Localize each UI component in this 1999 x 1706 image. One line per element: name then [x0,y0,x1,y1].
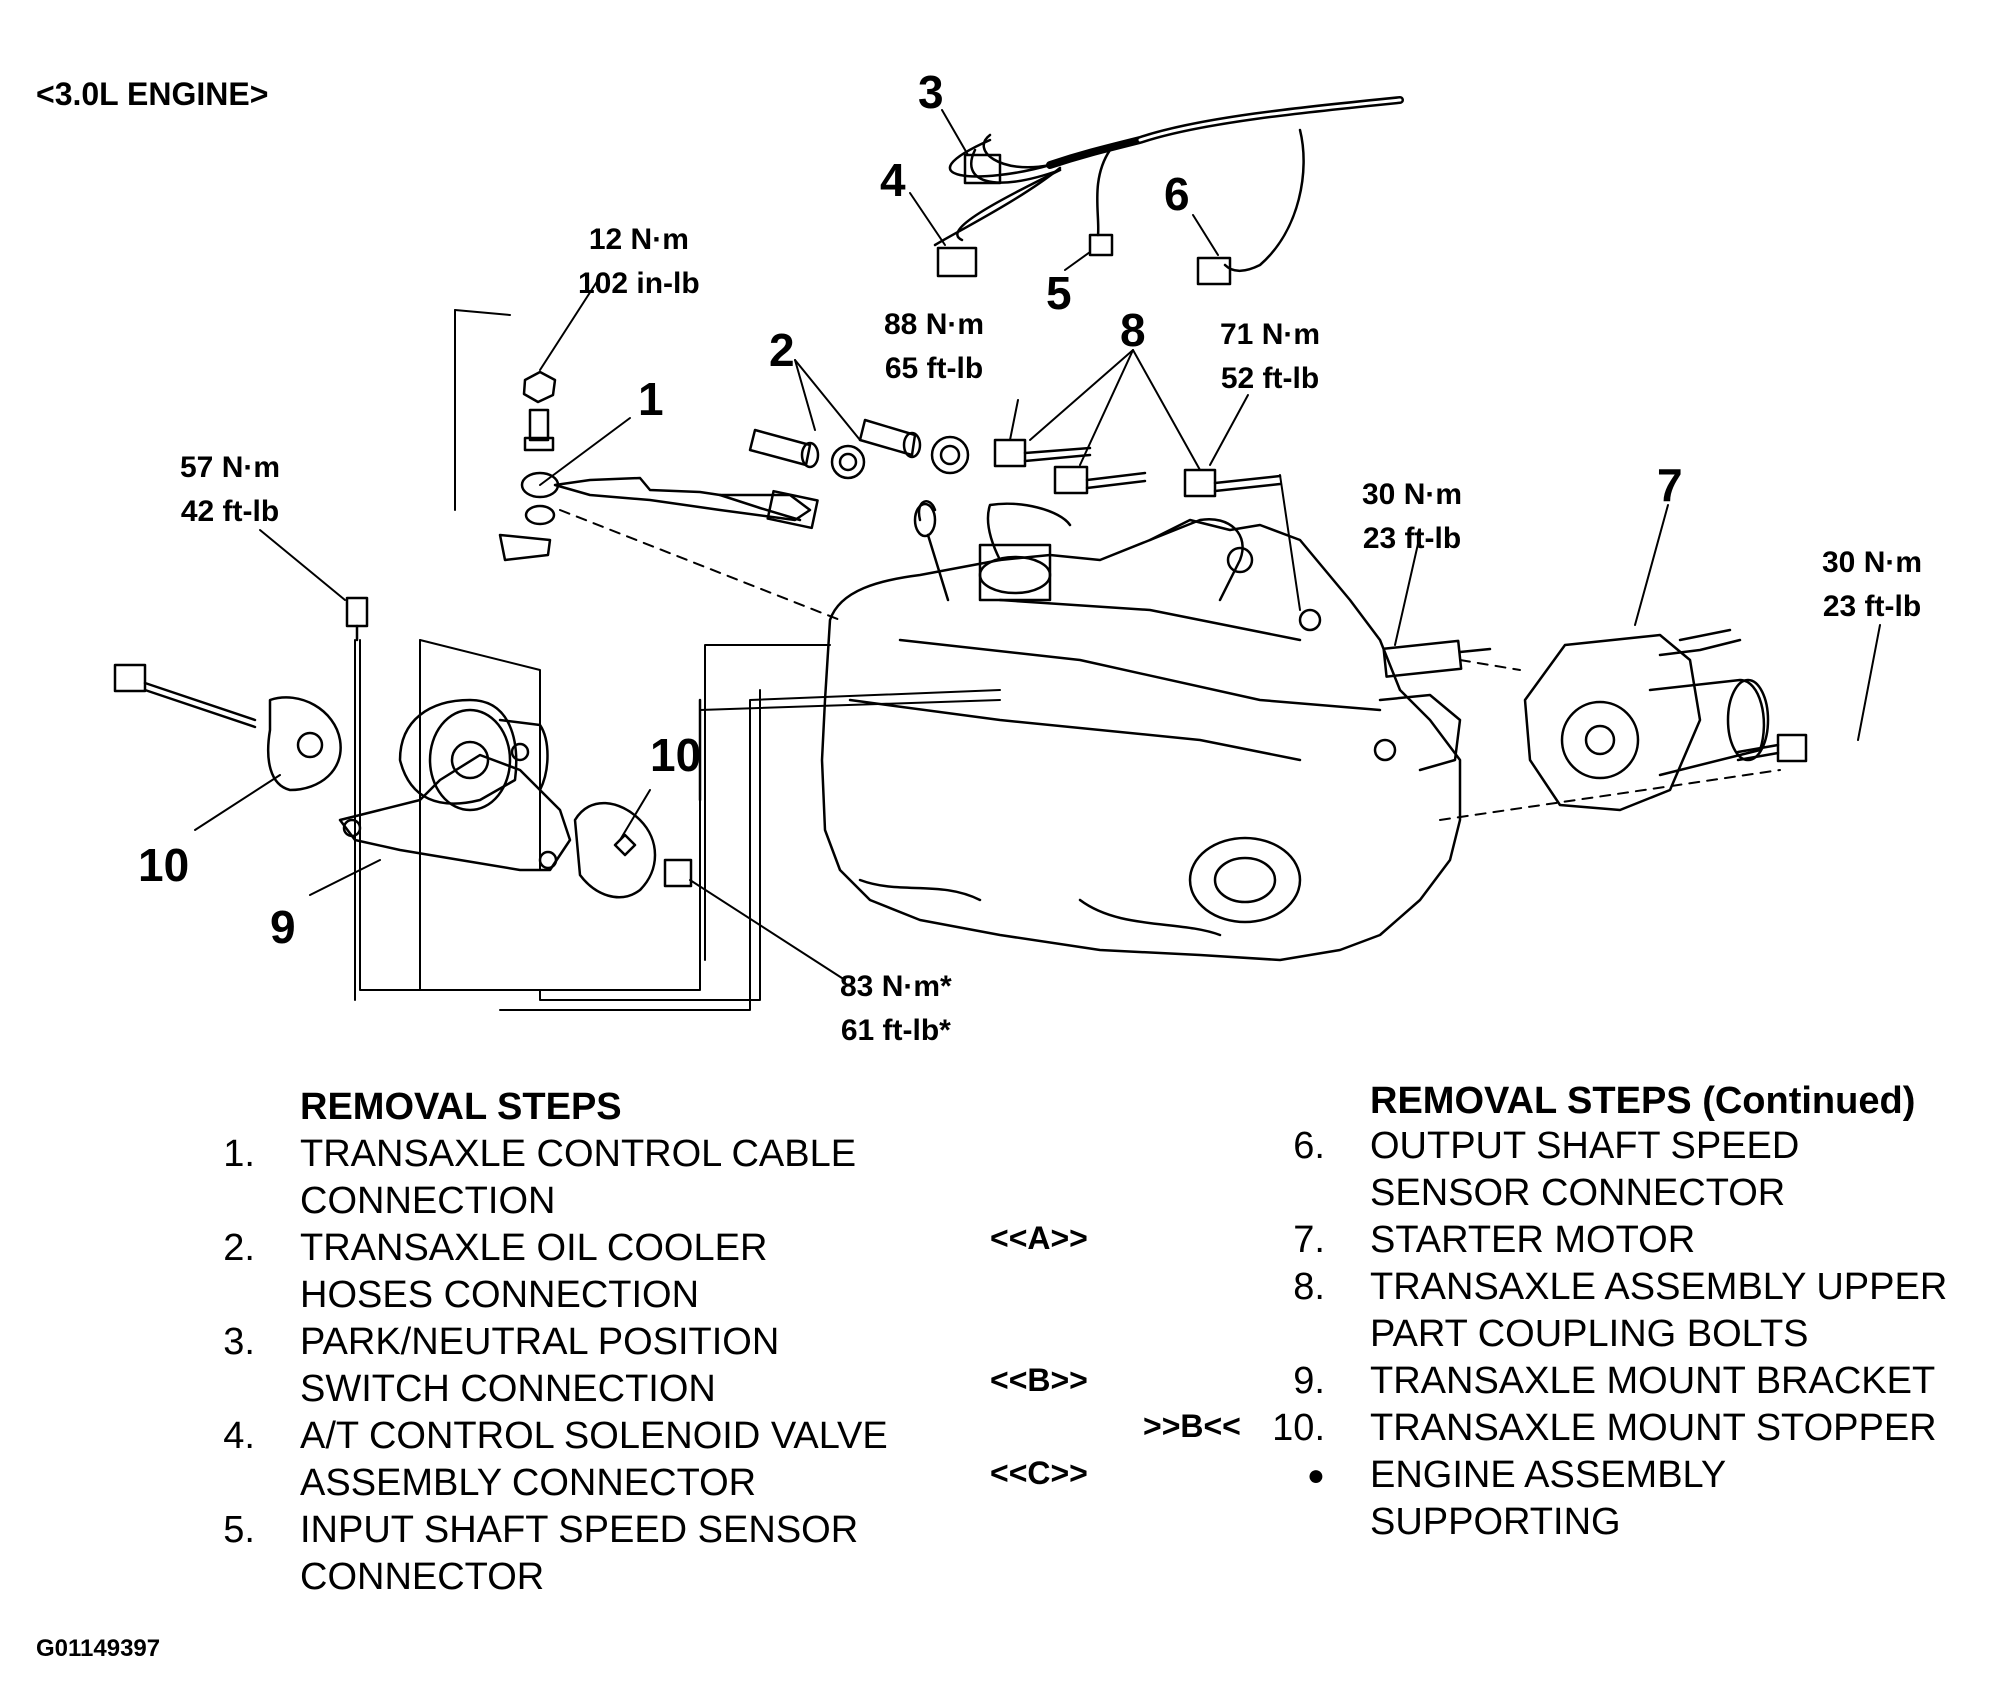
callout-9: 9 [270,901,296,953]
leader-lines [195,110,1880,980]
figure-id: G01149397 [36,1635,161,1662]
code-b-install: >>B<< [1143,1408,1241,1444]
connector-4 [938,248,976,276]
torque-83nm: 83 N·m*61 ft-lb* [840,970,952,1047]
callout-6: 6 [1164,168,1190,220]
mount-reference-lines [355,310,1780,1010]
oil-cooler-hoses [750,420,968,478]
code-c: <<C>> [990,1455,1088,1491]
transaxle-mount-stopper [575,700,700,897]
callout-10-stopper: 10 [650,729,702,781]
starter-motor [1384,630,1768,810]
wiring-harness [935,100,1400,284]
transaxle-housing [822,501,1460,960]
removal-steps-continued-title: REMOVAL STEPS (Continued) [1370,1080,1916,1122]
connector-6 [1198,258,1230,284]
mount-through-bolt [115,665,341,790]
code-a: <<A>> [990,1220,1088,1256]
callout-2: 2 [769,324,795,376]
code-b: <<B>> [990,1362,1088,1398]
control-cable-assembly [500,372,818,560]
callout-4: 4 [880,154,906,206]
removal-steps-title: REMOVAL STEPS [300,1086,622,1128]
connector-3 [965,155,1000,183]
callout-5: 5 [1046,267,1072,319]
upper-coupling-bolts [995,440,1280,496]
starter-bolts [1738,735,1806,761]
callout-1: 1 [638,373,664,425]
transaxle-mount-bracket [340,598,570,870]
callout-8: 8 [1120,304,1146,356]
callout-7: 7 [1657,459,1683,511]
engine-label: <3.0L ENGINE> [36,76,269,112]
callout-10-left: 10 [138,839,190,891]
connector-5 [1090,235,1112,255]
callout-3: 3 [918,66,944,118]
